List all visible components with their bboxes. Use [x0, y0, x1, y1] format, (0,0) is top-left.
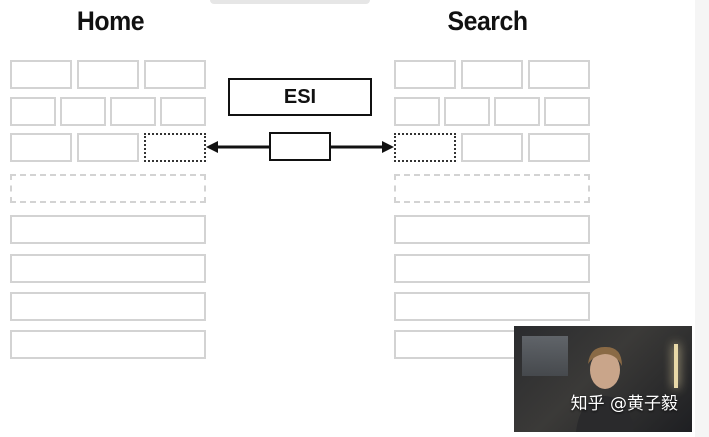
- home-esi-fragment-slot: [144, 133, 206, 162]
- home-block: [10, 133, 72, 162]
- search-row: [394, 292, 590, 321]
- search-block: [544, 97, 590, 126]
- top-handle: [210, 0, 370, 4]
- search-title: Search: [447, 6, 528, 36]
- home-row: [10, 254, 206, 283]
- search-block: [394, 97, 440, 126]
- search-block: [444, 97, 490, 126]
- home-block: [10, 97, 56, 126]
- search-block: [461, 60, 523, 89]
- search-row: [394, 254, 590, 283]
- speaker-video-overlay[interactable]: 知乎 @黄子毅: [514, 326, 692, 432]
- shared-fragment-box: [269, 132, 331, 161]
- home-row: [10, 330, 206, 359]
- home-title: Home: [76, 6, 145, 36]
- arrow-head-left-icon: [206, 141, 218, 153]
- home-block: [160, 97, 206, 126]
- esi-label: ESI: [283, 85, 317, 108]
- home-row: [10, 215, 206, 244]
- search-dashed-row: [394, 174, 590, 203]
- background-window: [522, 336, 568, 376]
- arrow-head-right-icon: [382, 141, 394, 153]
- search-block: [528, 133, 590, 162]
- home-block: [77, 60, 139, 89]
- home-block: [10, 60, 72, 89]
- search-block: [394, 60, 456, 89]
- home-block: [77, 133, 139, 162]
- search-row: [394, 215, 590, 244]
- home-block: [110, 97, 156, 126]
- speaker-figure: [576, 346, 634, 432]
- esi-label-box: ESI: [228, 78, 372, 116]
- home-block: [60, 97, 106, 126]
- home-block: [144, 60, 206, 89]
- background-lamp: [674, 344, 678, 388]
- home-dashed-row: [10, 174, 206, 203]
- home-row: [10, 292, 206, 321]
- search-block: [528, 60, 590, 89]
- search-block: [461, 133, 523, 162]
- zhihu-watermark: 知乎 @黄子毅: [570, 394, 678, 414]
- search-esi-fragment-slot: [394, 133, 456, 162]
- search-block: [494, 97, 540, 126]
